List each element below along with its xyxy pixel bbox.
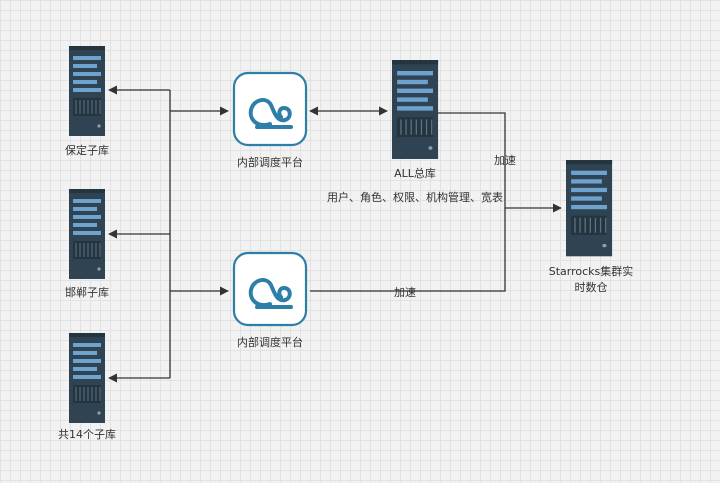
edge-scheduler-bottom-to-starrocks bbox=[310, 208, 506, 292]
sync-note-label: 用户、角色、权限、机构管理、宽表 bbox=[327, 190, 503, 204]
baoding-label: 保定子库 bbox=[65, 143, 109, 157]
scheduler-bottom-icon bbox=[232, 251, 308, 327]
accel-bottom-label: 加速 bbox=[394, 286, 416, 299]
server-starrocks bbox=[565, 159, 613, 257]
scheduler-top-icon bbox=[232, 71, 308, 147]
handan-label: 邯郸子库 bbox=[65, 285, 109, 299]
accel-top-label: 加速 bbox=[494, 154, 516, 167]
connectors bbox=[108, 85, 562, 383]
starrocks-label-line1: Starrocks集群实 bbox=[549, 264, 634, 278]
server-handan bbox=[68, 188, 106, 280]
total14-label: 共14个子库 bbox=[58, 428, 116, 441]
edge-all-db-to-starrocks bbox=[438, 112, 562, 213]
server-baoding bbox=[68, 45, 106, 137]
server-total14 bbox=[68, 332, 106, 424]
starrocks-label-line2: 时数仓 bbox=[575, 280, 608, 294]
scheduler-bottom-label: 内部调度平台 bbox=[237, 335, 303, 349]
server-all-db bbox=[391, 59, 439, 160]
all-db-label: ALL总库 bbox=[394, 166, 436, 180]
scheduler-top-label: 内部调度平台 bbox=[237, 155, 303, 169]
